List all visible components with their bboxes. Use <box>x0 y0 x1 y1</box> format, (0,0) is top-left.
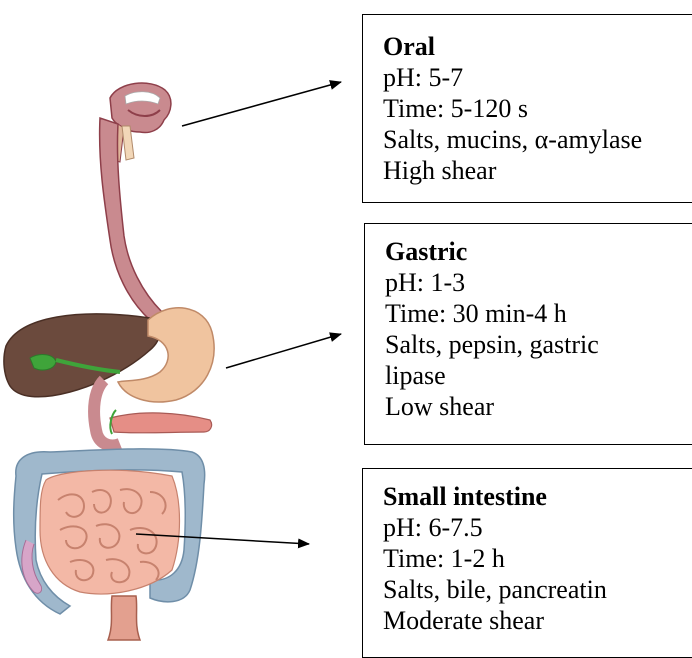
gastric-time: Time: 30 min-4 h <box>385 298 692 329</box>
oral-arrow <box>182 82 341 126</box>
gastric-shear: Low shear <box>385 391 692 422</box>
gastric-components: Salts, pepsin, gastric lipase <box>385 329 655 391</box>
oral-components: Salts, mucins, α-amylase <box>383 124 692 155</box>
small-intestine-shear: Moderate shear <box>383 605 692 636</box>
small-intestine-ph: pH: 6-7.5 <box>383 512 692 543</box>
oral-ph: pH: 5-7 <box>383 62 692 93</box>
small-intestine-time: Time: 1-2 h <box>383 543 692 574</box>
oral-stage-box: Oral pH: 5-7 Time: 5-120 s Salts, mucins… <box>362 14 692 203</box>
small-intestine-stage-box: Small intestine pH: 6-7.5 Time: 1-2 h Sa… <box>362 468 692 658</box>
oral-time: Time: 5-120 s <box>383 93 692 124</box>
rectum-illustration <box>108 596 140 640</box>
small-intestine-title: Small intestine <box>383 481 692 512</box>
mouth-illustration <box>110 83 171 162</box>
digestive-tract-illustration <box>4 83 214 640</box>
oral-shear: High shear <box>383 155 692 186</box>
gastric-arrow <box>226 334 341 368</box>
gallbladder-illustration <box>30 355 56 370</box>
gastric-stage-box: Gastric pH: 1-3 Time: 30 min-4 h Salts, … <box>364 223 692 445</box>
oral-title: Oral <box>383 31 692 62</box>
gastric-title: Gastric <box>385 236 692 267</box>
gastric-ph: pH: 1-3 <box>385 267 692 298</box>
small-intestine-illustration <box>40 470 180 594</box>
small-intestine-components: Salts, bile, pancreatin <box>383 574 692 605</box>
pancreas-illustration <box>110 413 212 433</box>
